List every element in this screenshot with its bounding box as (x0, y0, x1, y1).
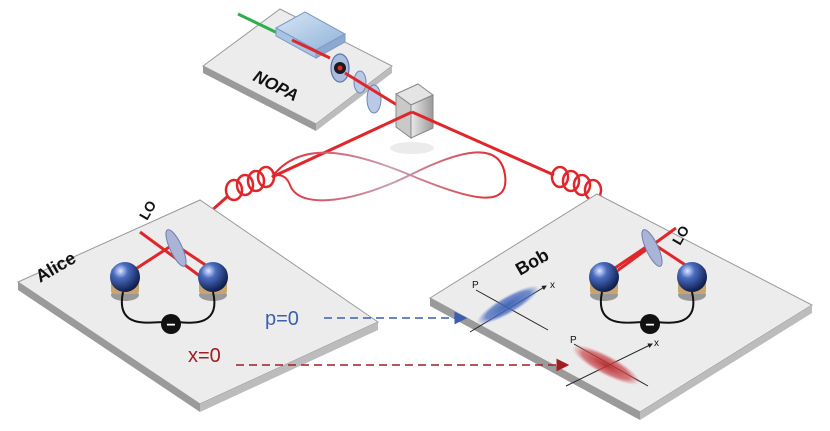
minus-circle-icon: − (640, 314, 660, 334)
squeezed-state-red (572, 345, 640, 385)
fiber-coil-icon (224, 165, 276, 202)
x-eq-0-label: x=0 (188, 345, 221, 367)
photodiode-sphere-icon (677, 262, 707, 292)
alice-beamsplitter-icon (165, 229, 187, 267)
entanglement-fiber-loop (271, 151, 507, 202)
photodiode-sphere-icon (589, 262, 619, 292)
beam-to-alice (271, 110, 413, 179)
photodiode-sphere-icon (110, 262, 140, 292)
alice-detector-left (110, 262, 140, 301)
bob-detector-right (677, 262, 707, 301)
bob-wire-left (599, 291, 646, 324)
bob-detector-left (589, 262, 619, 301)
nopa-platform: NOPA (202, 8, 393, 131)
alice-wire-left (120, 291, 167, 324)
alice-platform (16, 199, 380, 412)
phase-space-bottom: P x (565, 335, 659, 387)
bob-platform-side-left (430, 298, 640, 420)
bob-platform-side-right (640, 305, 812, 420)
axis-p-label-bottom: P (570, 335, 577, 346)
nopa-platform-side-right (316, 66, 392, 131)
alice-platform-side-left (18, 282, 200, 412)
nonlinear-crystal-icon (274, 11, 347, 60)
bob-beamsplitter-icon (641, 229, 663, 267)
alice-lo-label: LO (136, 198, 160, 223)
axis-p-label-top: P (472, 280, 479, 291)
minus-circle-icon: − (161, 314, 181, 334)
axis-x-label-top: x (550, 280, 555, 291)
alice-detector-right (198, 262, 228, 301)
squeezed-beam (344, 71, 403, 110)
bob-lo-beam (609, 226, 677, 278)
photodiode-sphere-icon (198, 262, 228, 292)
alice-platform-top (16, 199, 380, 405)
phase-space-top: P x (469, 280, 555, 333)
squeezed-state-blue (476, 285, 540, 325)
alice-signal-to-det1 (133, 242, 175, 272)
bob-minus-sign: − (645, 317, 654, 334)
axis-x-label-bottom: x (654, 338, 659, 349)
alice-minus-sign: − (166, 317, 175, 334)
beam-to-bob (411, 110, 555, 177)
p-eq-0-label: p=0 (265, 308, 299, 330)
bob-platform (429, 193, 814, 420)
fiber-coil-icon (550, 165, 603, 202)
alice-platform-side-right (200, 322, 378, 412)
nopa-platform-side-left (203, 66, 316, 131)
cavity-mirror-icon (330, 53, 350, 83)
